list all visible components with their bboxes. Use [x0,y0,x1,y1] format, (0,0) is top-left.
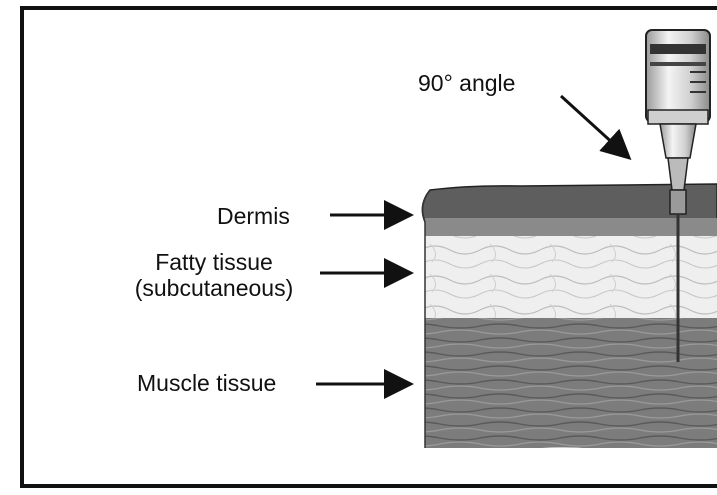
dermis-layer [425,218,717,236]
muscle-tissue-layer [425,318,717,448]
fatty-tissue-label-line1: Fatty tissue [114,249,314,275]
dermis-label: Dermis [217,203,290,229]
angle-arrow [561,96,627,156]
fatty-tissue-layer [425,236,717,318]
syringe-hub [660,124,696,158]
syringe-barrel [646,30,710,122]
skin-cross-section [422,184,717,460]
fatty-tissue-label: Fatty tissue (subcutaneous) [114,249,314,301]
muscle-tissue-label: Muscle tissue [137,370,276,396]
fatty-tissue-label-line2: (subcutaneous) [114,275,314,301]
angle-label: 90° angle [418,70,515,96]
